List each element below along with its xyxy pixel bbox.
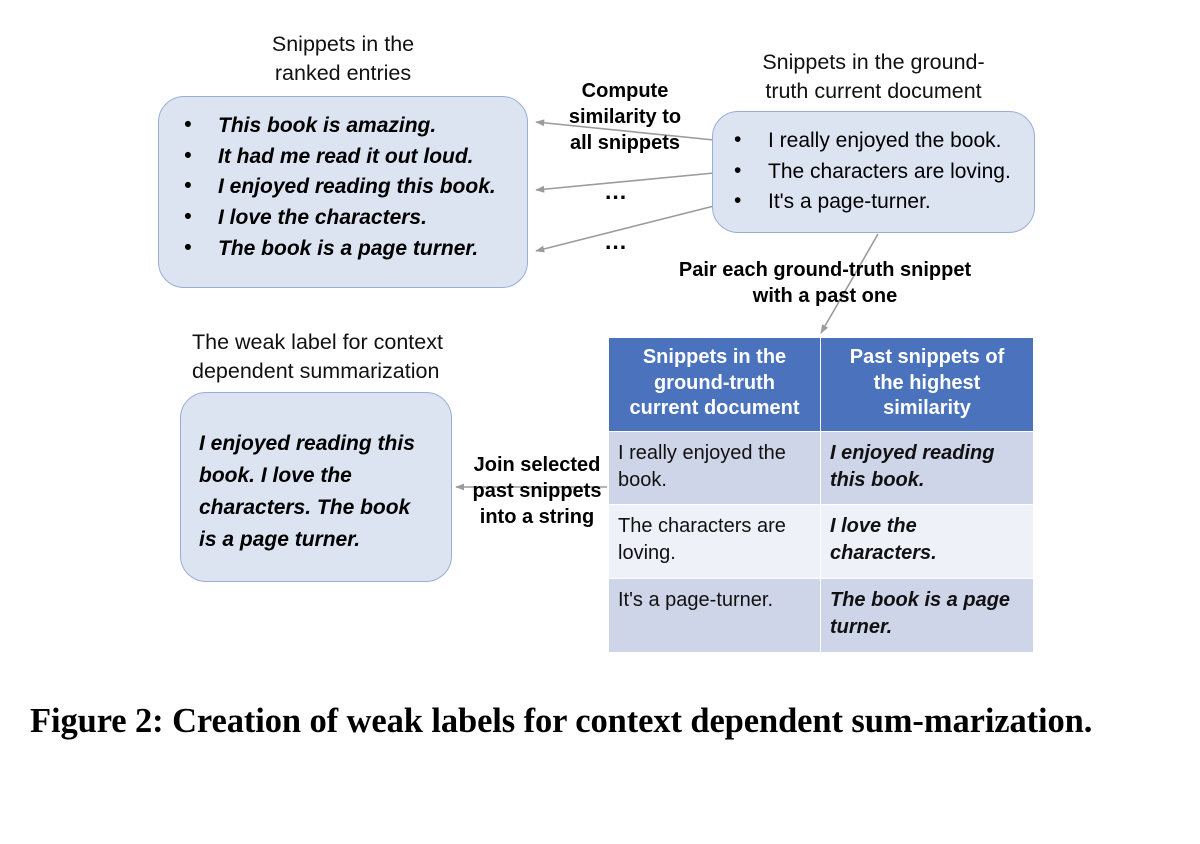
cell-ground-truth-snippet: It's a page-turner. <box>608 577 821 653</box>
table-row: The characters are loving. I love the ch… <box>608 504 1034 579</box>
cell-past-snippet: The book is a page turner. <box>820 577 1034 653</box>
cell-ground-truth-snippet: I really enjoyed the book. <box>608 430 821 506</box>
compute-similarity-label: Compute similarity to all snippets <box>568 80 682 154</box>
ellipsis-lower: ... <box>605 228 628 254</box>
ranked-entries-list: This book is amazing. It had me read it … <box>176 110 516 265</box>
list-item: I really enjoyed the book. <box>726 125 1026 157</box>
cell-past-snippet: I enjoyed reading this book. <box>820 430 1034 506</box>
pairing-table: Snippets in the ground-truth current doc… <box>608 337 1034 653</box>
list-item: The book is a page turner. <box>176 233 516 265</box>
table-row: It's a page-turner. The book is a page t… <box>608 577 1034 653</box>
table-header-row: Snippets in the ground-truth current doc… <box>608 337 1034 432</box>
weak-label-box <box>180 392 452 582</box>
cell-past-snippet: I love the characters. <box>820 504 1034 579</box>
list-item: It had me read it out loud. <box>176 141 516 173</box>
column-header-ground-truth: Snippets in the ground-truth current doc… <box>608 337 821 432</box>
cell-ground-truth-snippet: The characters are loving. <box>608 504 821 579</box>
pair-each-label: Pair each ground-truth snippet with a pa… <box>678 259 972 307</box>
column-header-past-snippets: Past snippets of the highest similarity <box>820 337 1034 432</box>
figure-caption: Figure 2: Creation of weak labels for co… <box>30 702 1093 740</box>
ranked-entries-caption: Snippets in the ranked entries <box>271 32 415 85</box>
ellipsis-upper: ... <box>605 178 628 204</box>
list-item: I enjoyed reading this book. <box>176 171 516 203</box>
ground-truth-list: I really enjoyed the book. The character… <box>726 125 1026 218</box>
table-row: I really enjoyed the book. I enjoyed rea… <box>608 430 1034 506</box>
list-item: It's a page-turner. <box>726 186 1026 218</box>
list-item: This book is amazing. <box>176 110 516 142</box>
weak-label-text: I enjoyed reading this book. I love the … <box>199 432 415 551</box>
join-selected-label: Join selected past snippets into a strin… <box>472 454 602 528</box>
weak-label-caption: The weak label for context dependent sum… <box>192 330 443 383</box>
list-item: The characters are loving. <box>726 156 1026 188</box>
ground-truth-caption: Snippets in the ground- truth current do… <box>762 50 985 103</box>
list-item: I love the characters. <box>176 202 516 234</box>
